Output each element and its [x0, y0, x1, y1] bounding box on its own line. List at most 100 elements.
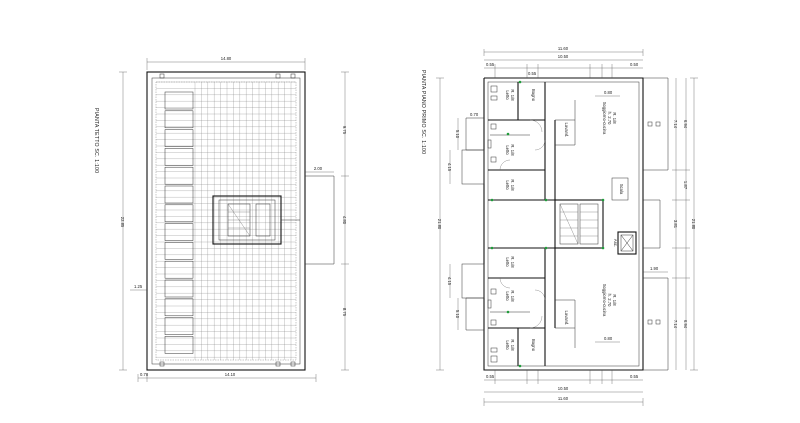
- floor-dim-right-upper-b: 6.94: [683, 120, 688, 129]
- roof-outline: [146, 71, 306, 371]
- floor-dim-left-lower: 4.15: [447, 277, 452, 286]
- floor-dim-bottom-inner: 10.50: [558, 386, 569, 391]
- green-markers: [490, 80, 605, 368]
- solar-panel: [164, 336, 194, 354]
- roof-plan-title: PIANTA TETTO SC. 1:100: [93, 108, 99, 173]
- roof-eave-line: [151, 77, 301, 365]
- roof-dim-bottom: 0.70 14.10: [137, 372, 317, 382]
- solar-panel: [164, 204, 194, 223]
- room-label-bed-6: Letto: [505, 340, 510, 350]
- floor-dim-inner-080-top: 0.80: [604, 90, 613, 95]
- upper-unit-walls: [488, 82, 576, 201]
- floor-dim-inner: 0.80 0.80 1.90 0.55: [528, 71, 668, 343]
- roof-dim-right-bottom-label: 8.75: [342, 308, 347, 317]
- room-rap-living-upper: R. 1/8: [612, 112, 617, 124]
- roof-dim-left-label: 22.85: [120, 217, 125, 228]
- solar-panel: [164, 148, 194, 166]
- room-label-bed-1: Letto: [505, 90, 510, 100]
- floor-dim-left-small: 0.70: [470, 112, 479, 117]
- roof-tile-grid: [156, 81, 296, 360]
- room-rap-bed-3: R. 1/8: [510, 179, 515, 191]
- room-label-living-lower: Soggiorno-cucina: [602, 284, 607, 317]
- room-label-bed-2: Letto: [505, 145, 510, 155]
- floor-outer-walls: [483, 77, 644, 371]
- floor-dim-top-inner: 10.50: [558, 54, 569, 59]
- room-rap-bed-5: R. 1/8: [510, 290, 515, 302]
- solar-panel: [164, 260, 194, 279]
- floor-plan: PIANTA PIANO PRIMO SC. 1:100: [420, 46, 698, 406]
- roof-dim-right-top-label: 9.75: [342, 126, 347, 135]
- floor-dim-bottom: 0.55 0.55 10.50 11.60: [483, 370, 644, 406]
- room-rap-bed-6: R. 1/8: [510, 339, 515, 351]
- floor-dim-right-total: 21.80: [691, 219, 696, 230]
- room-area-living-lower: h. 2.70: [607, 294, 612, 307]
- room-label-laundry-lower: Lavand.: [564, 311, 569, 326]
- roof-dim-bottom-small-label: 0.70: [140, 372, 149, 377]
- roof-dim-top: 14.80: [146, 56, 306, 70]
- solar-panel: [164, 185, 194, 204]
- solar-panel: [164, 279, 194, 298]
- roof-right-step: [305, 175, 335, 265]
- floor-dim-left-upper: 4.15: [447, 163, 452, 172]
- room-label-bath-2: Bagno: [531, 339, 536, 352]
- floor-dim-top-total: 11.60: [558, 46, 569, 51]
- door-swings: [499, 119, 546, 329]
- floor-dim-right-lower-b: 6.94: [683, 320, 688, 329]
- floor-dim-top: 11.60 10.50 0.55 0.50: [483, 46, 644, 78]
- roof-stair-hatch: [212, 195, 300, 245]
- solar-panel: [164, 110, 194, 129]
- floor-dim-left: 21.80 4.15 4.15 5.10 5.10 0.70: [436, 77, 479, 371]
- floor-dim-balcony-upper: 5.10: [455, 130, 460, 139]
- top-window-ticks: [494, 64, 613, 78]
- floor-dim-balcony-lower: 5.10: [455, 310, 460, 319]
- room-label-stair: Scala: [619, 184, 624, 195]
- right-balconies: [643, 77, 669, 371]
- floor-dim-top-right-small: 0.50: [630, 62, 639, 67]
- solar-panel-row: [164, 91, 194, 354]
- floor-dim-top-left-small: 0.55: [486, 62, 495, 67]
- floor-dim-left-total: 21.80: [437, 219, 442, 230]
- roof-dim-left: 22.85 1.25: [119, 71, 147, 371]
- left-balconies: [461, 117, 485, 331]
- stair-core: [554, 177, 637, 255]
- room-label-bath-1: Bagno: [531, 89, 536, 102]
- roof-dim-right-mid-label: 4.80: [342, 216, 347, 225]
- bottom-window-ticks: [494, 370, 613, 384]
- floor-dim-bottom-right-small: 0.55: [630, 374, 639, 379]
- floor-dim-right-mid-b: 3.81: [673, 220, 678, 229]
- roof-dim-step-label: 2.00: [314, 166, 323, 171]
- floor-dim-right: 7.14 6.94 1.87 3.81 21.80 6.94 7.14: [672, 77, 698, 371]
- lower-unit-walls: [488, 247, 576, 366]
- room-labels: Soggiorno-cucina h. 2.70 R. 1/8 Soggiorn…: [505, 89, 624, 352]
- room-rap-bed-4: R. 1/8: [510, 256, 515, 268]
- room-area-living-upper: h. 2.70: [607, 112, 612, 125]
- floor-dim-small-055: 0.55: [528, 71, 537, 76]
- roof-dim-right: 9.75 4.80 8.75 2.00: [305, 71, 349, 371]
- roof-corner-markers: [159, 73, 296, 367]
- room-label-living-upper: Soggiorno-cucina: [602, 102, 607, 135]
- solar-panel: [164, 298, 194, 317]
- room-label-bed-3: Letto: [505, 180, 510, 190]
- solar-panel: [164, 129, 194, 147]
- room-rap-living-lower: R. 1/8: [612, 294, 617, 306]
- solar-panel: [164, 317, 194, 335]
- solar-panel: [164, 91, 194, 110]
- floor-dim-bottom-left-small: 0.55: [486, 374, 495, 379]
- roof-dim-bottom-label: 14.10: [225, 372, 236, 377]
- roof-dim-top-label: 14.80: [221, 56, 232, 61]
- floor-dim-inner-190: 1.90: [650, 266, 659, 271]
- floor-dim-right-lower: 7.14: [673, 320, 678, 329]
- sanitary-fixtures: [487, 85, 661, 363]
- roof-plan: PIANTA TETTO SC. 1:100: [93, 56, 349, 382]
- floor-dim-right-upper: 7.14: [673, 120, 678, 129]
- solar-panel: [164, 242, 194, 260]
- room-rap-bed-2: R. 1/8: [510, 144, 515, 156]
- solar-panel: [164, 166, 194, 185]
- room-rap-bed-1: R. 1/8: [510, 89, 515, 101]
- floor-dim-inner-080-bottom: 0.80: [604, 336, 613, 341]
- solar-panel: [164, 223, 194, 241]
- room-label-lift: Asc.: [613, 239, 618, 247]
- room-label-laundry-upper: Lavand.: [564, 123, 569, 138]
- floor-plan-title: PIANTA PIANO PRIMO SC. 1:100: [420, 70, 426, 154]
